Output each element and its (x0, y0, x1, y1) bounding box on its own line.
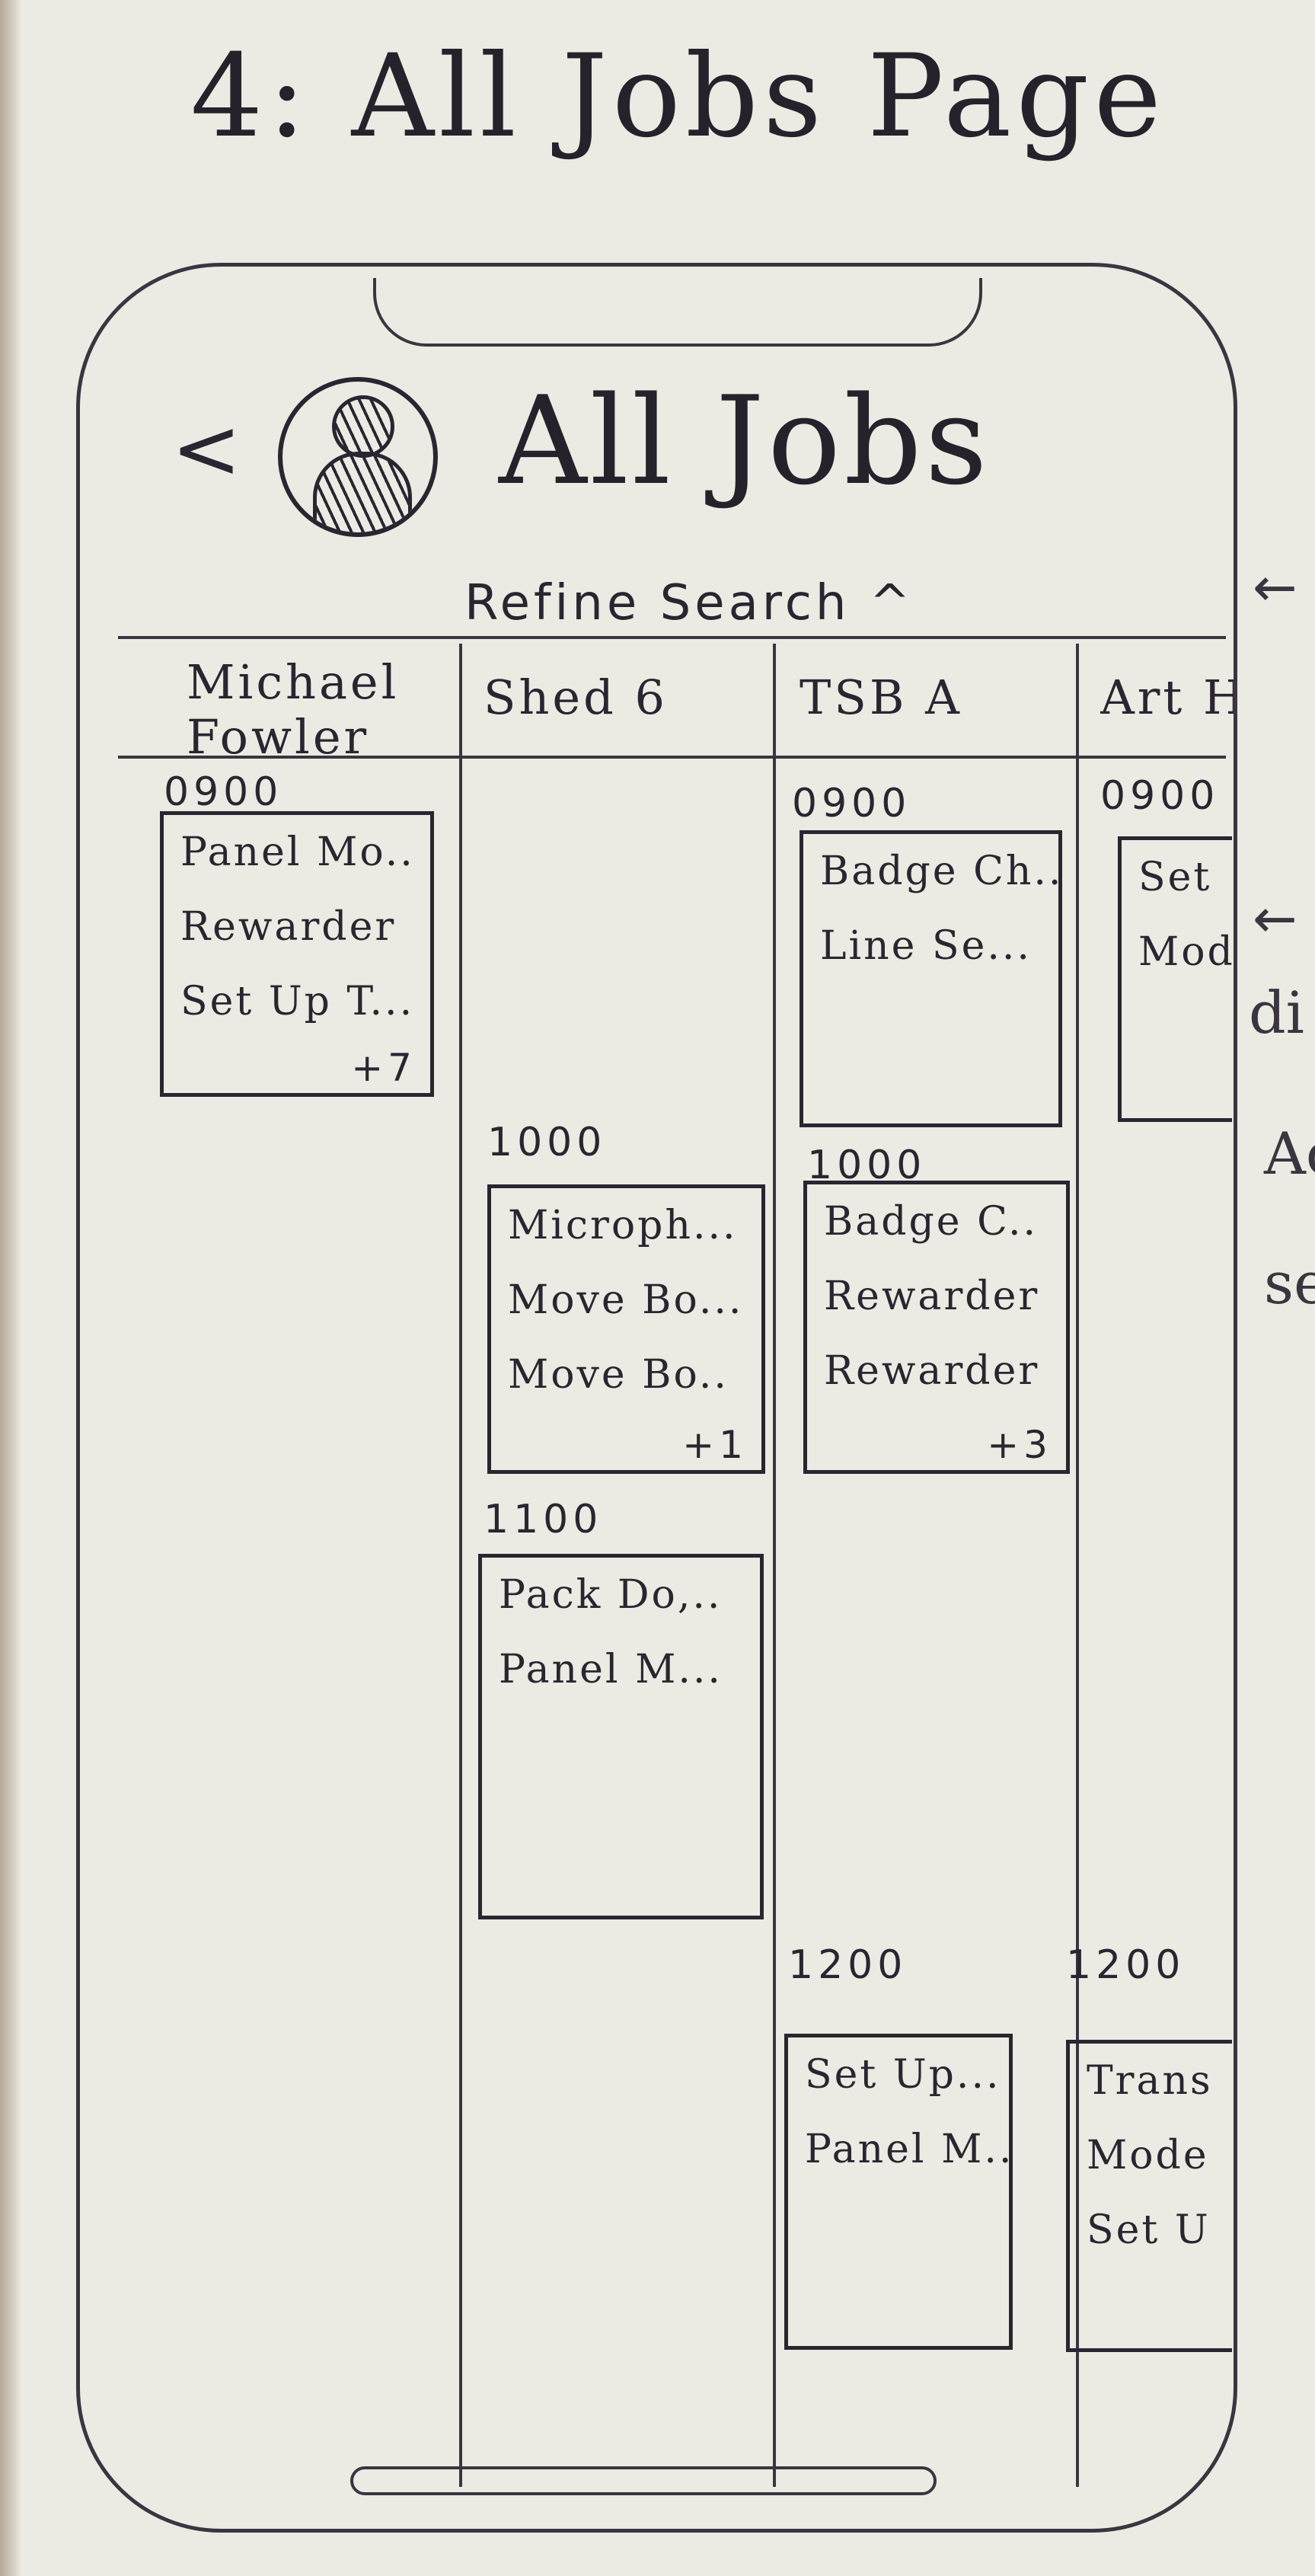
sheet-title: 4: All Jobs Page (190, 30, 1167, 163)
avatar[interactable] (278, 377, 438, 537)
job-item[interactable]: Set (1138, 855, 1212, 900)
avatar-head-icon (332, 395, 394, 458)
column-header-art-h[interactable]: Art H (1100, 670, 1234, 725)
column-header-label: Shed 6 (484, 670, 668, 725)
job-card[interactable]: Set Up... Panel M.. (784, 2034, 1013, 2350)
time-label: 1000 (487, 1120, 607, 1165)
job-card[interactable]: Microph... Move Bo... Move Bo.. +1 (487, 1184, 765, 1474)
job-item[interactable]: Panel Mo.. (180, 829, 415, 875)
time-label: 0900 (792, 781, 911, 826)
job-item[interactable]: Move Bo.. (508, 1352, 729, 1398)
margin-note: di (1249, 979, 1304, 1047)
job-item[interactable]: Move Bo... (508, 1277, 744, 1323)
job-item[interactable]: Line Se... (820, 923, 1032, 969)
job-card[interactable]: Set Mod (1118, 836, 1232, 1122)
column-header-michael-fowler[interactable]: Michael Fowler (187, 655, 453, 765)
time-label: 1100 (484, 1497, 603, 1542)
time-label: 0900 (1100, 773, 1220, 819)
job-item[interactable]: Rewarder (180, 904, 397, 950)
home-indicator[interactable] (350, 2466, 937, 2495)
job-item[interactable]: Microph... (508, 1203, 738, 1248)
job-item[interactable]: Set Up... (805, 2052, 1001, 2098)
job-item[interactable]: Panel M.. (805, 2127, 1013, 2172)
time-label: 1200 (1066, 1942, 1186, 1988)
job-card[interactable]: Badge C.. Rewarder Rewarder +3 (803, 1181, 1070, 1474)
column-header-label: TSB A (800, 670, 962, 725)
column-header-label: Michael Fowler (187, 655, 400, 765)
more-jobs-count[interactable]: +3 (987, 1423, 1052, 1467)
job-item[interactable]: Mode (1087, 2133, 1209, 2178)
column-divider (459, 644, 462, 2487)
phone-notch (373, 278, 982, 347)
job-item[interactable]: Trans (1087, 2058, 1213, 2104)
job-item[interactable]: Badge Ch.. (820, 849, 1062, 894)
annotation-arrow-icon: ← (1253, 887, 1297, 950)
back-button[interactable]: < (171, 400, 242, 497)
column-header-tsb-a[interactable]: TSB A (800, 670, 1070, 725)
job-item[interactable]: Set Up T... (180, 979, 415, 1024)
column-header-divider (118, 756, 1226, 759)
margin-note: se (1264, 1249, 1315, 1317)
job-item[interactable]: Badge C.. (824, 1199, 1039, 1245)
time-label: 0900 (164, 769, 283, 815)
phone-frame (76, 263, 1237, 2533)
refine-search-toggle[interactable]: Refine Search ^ (464, 575, 914, 631)
job-item[interactable]: Rewarder (824, 1274, 1040, 1319)
more-jobs-count[interactable]: +1 (682, 1423, 748, 1467)
margin-note: Ac (1264, 1120, 1315, 1187)
job-card[interactable]: Panel Mo.. Rewarder Set Up T... +7 (160, 811, 434, 1097)
job-item[interactable]: Rewarder (824, 1348, 1040, 1394)
job-card[interactable]: Trans Mode Set U (1066, 2040, 1232, 2352)
header-divider (118, 636, 1226, 639)
annotation-arrow-icon: ← (1253, 556, 1297, 618)
time-label: 1200 (788, 1942, 908, 1988)
job-item[interactable]: Pack Do,.. (499, 1572, 723, 1618)
page-title: All Jobs (499, 369, 991, 512)
job-item[interactable]: Mod (1138, 929, 1232, 975)
job-item[interactable]: Set U (1087, 2207, 1211, 2253)
job-card[interactable]: Badge Ch.. Line Se... (800, 830, 1062, 1127)
job-card[interactable]: Pack Do,.. Panel M... (478, 1554, 764, 1919)
column-divider (773, 644, 776, 2487)
more-jobs-count[interactable]: +7 (351, 1046, 417, 1090)
column-header-label: Art H (1100, 670, 1234, 725)
avatar-body-icon (313, 452, 412, 532)
job-item[interactable]: Panel M... (499, 1647, 723, 1692)
column-divider (1076, 644, 1079, 2487)
paper-edge (0, 0, 21, 2576)
column-header-shed-6[interactable]: Shed 6 (484, 670, 765, 725)
